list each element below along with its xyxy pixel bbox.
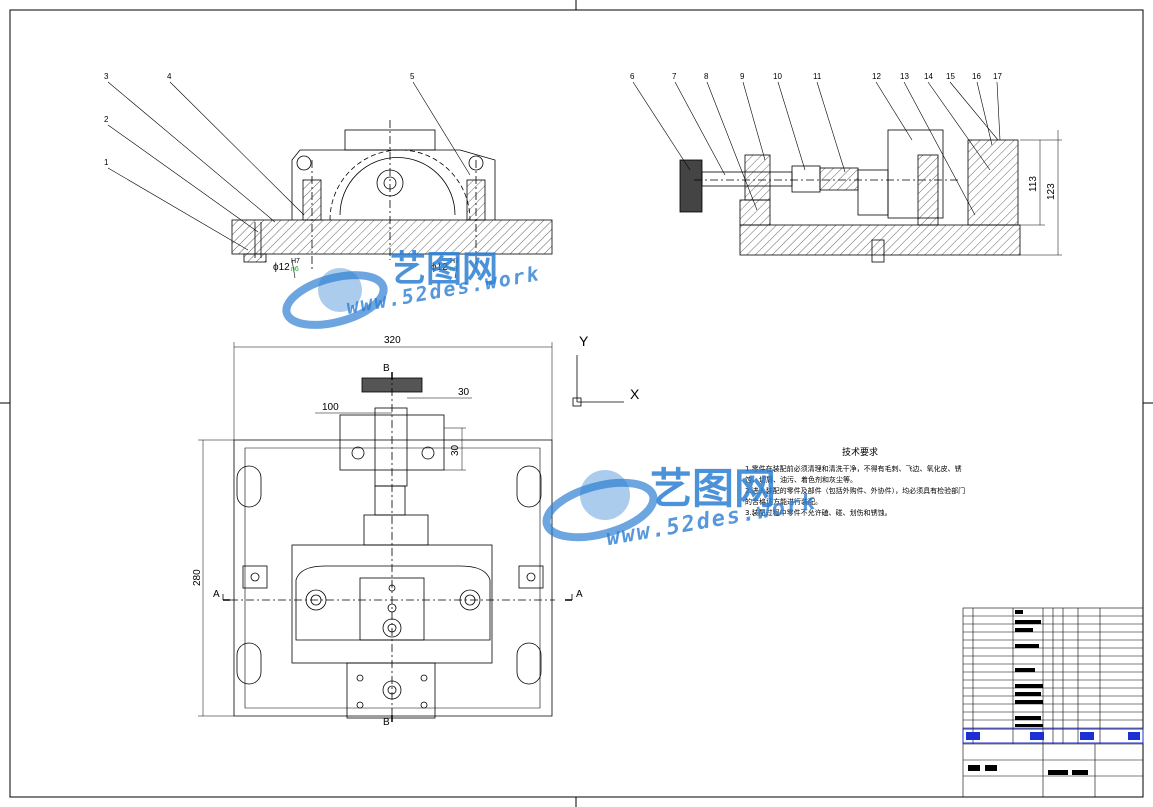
tech-line-5: 3.装配过程中零件不允许磕、碰、划伤和锈蚀。 bbox=[745, 509, 892, 517]
fit-right-diameter: ϕ12 bbox=[431, 262, 448, 273]
balloon-1: 1 bbox=[104, 158, 109, 167]
top-view bbox=[198, 342, 573, 722]
axis-x-label: X bbox=[630, 386, 640, 402]
balloon-14: 14 bbox=[924, 72, 933, 81]
balloon-13: 13 bbox=[900, 72, 909, 81]
watermark-brand-1: 艺图网 bbox=[390, 249, 499, 290]
fit-dimensions: ϕ12 H7 n6 ϕ12 H7 n6 bbox=[273, 258, 459, 273]
tech-requirements-title: 技术要求 bbox=[841, 448, 878, 458]
watermark-logo-1 bbox=[280, 250, 390, 355]
dim-123: 123 bbox=[1046, 183, 1057, 200]
fit-right-lower: n6 bbox=[450, 266, 458, 273]
tech-line-4: 的合格证方能进行装配。 bbox=[745, 498, 822, 506]
fit-left-diameter: ϕ12 bbox=[273, 262, 290, 273]
watermark-brand-2: 艺图网 bbox=[650, 464, 777, 513]
balloon-5: 5 bbox=[410, 72, 415, 81]
balloon-9: 9 bbox=[740, 72, 745, 81]
balloon-11: 11 bbox=[813, 72, 822, 81]
balloon-15: 15 bbox=[946, 72, 955, 81]
tech-requirements: 技术要求 1.零件在装配前必须清理和清洗干净，不得有毛刺、飞边、氧化皮、锈 蚀、… bbox=[745, 445, 975, 519]
balloon-2: 2 bbox=[104, 115, 109, 124]
ucs-labels: Y X bbox=[579, 333, 640, 402]
watermark-logo-2 bbox=[540, 450, 660, 565]
balloon-6: 6 bbox=[630, 72, 635, 81]
balloon-3: 3 bbox=[104, 72, 109, 81]
side-dimensions: 113 123 bbox=[1028, 176, 1057, 200]
tech-line-3: 2.进入装配的零件及部件（包括外购件、外协件），均必须具有检验部门 bbox=[745, 487, 966, 495]
tech-line-2: 蚀、切屑、油污、着色剂和灰尘等。 bbox=[745, 476, 857, 484]
top-view-labels: 320 280 100 30 30 B B A A bbox=[192, 335, 583, 728]
balloon-16: 16 bbox=[972, 72, 981, 81]
fit-left-lower: n6 bbox=[291, 266, 299, 273]
title-block bbox=[962, 607, 1144, 798]
dim-100: 100 bbox=[322, 402, 339, 413]
balloon-12: 12 bbox=[872, 72, 881, 81]
dim-30-top: 30 bbox=[458, 387, 470, 398]
balloon-4: 4 bbox=[167, 72, 172, 81]
front-leaders bbox=[107, 81, 471, 279]
section-a-left: A bbox=[213, 589, 220, 600]
front-view bbox=[231, 120, 553, 270]
dim-30-side: 30 bbox=[450, 444, 461, 456]
fit-left-upper: H7 bbox=[291, 258, 300, 265]
axis-y-label: Y bbox=[579, 333, 589, 349]
side-view bbox=[679, 129, 1062, 263]
fit-right-upper: H7 bbox=[450, 258, 459, 265]
balloon-8: 8 bbox=[704, 72, 709, 81]
side-balloon-labels: 6 7 8 9 10 11 12 13 14 15 16 17 bbox=[630, 72, 1002, 81]
side-leaders bbox=[632, 81, 1001, 216]
title-block-fills bbox=[962, 610, 1144, 775]
balloon-17: 17 bbox=[993, 72, 1002, 81]
dim-113: 113 bbox=[1028, 176, 1039, 192]
balloon-10: 10 bbox=[773, 72, 782, 81]
tech-line-1: 1.零件在装配前必须清理和清洗干净，不得有毛刺、飞边、氧化皮、锈 bbox=[745, 465, 962, 473]
balloon-7: 7 bbox=[672, 72, 677, 81]
dim-320: 320 bbox=[384, 335, 401, 346]
front-balloon-labels: 1 2 3 4 5 bbox=[104, 72, 415, 167]
section-b-top: B bbox=[383, 363, 390, 374]
ucs-icon bbox=[572, 355, 624, 407]
section-a-right: A bbox=[576, 589, 583, 600]
section-b-bottom: B bbox=[383, 717, 390, 728]
dim-280: 280 bbox=[192, 569, 203, 586]
